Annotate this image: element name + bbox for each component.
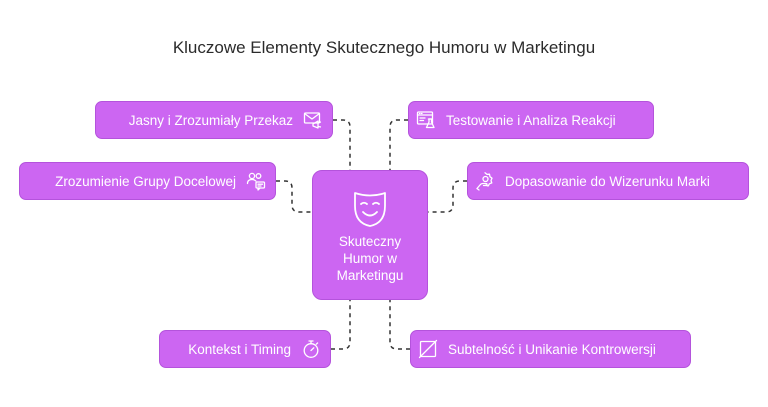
connector-subtlety	[389, 300, 410, 350]
node-testing: Testowanie i Analiza Reakcji	[408, 101, 654, 139]
central-label-line-1: Skuteczny	[338, 234, 402, 249]
connector-brand-fit	[428, 180, 467, 213]
connector-context-timing	[331, 300, 351, 350]
diagram-title: Kluczowe Elementy Skutecznego Humoru w M…	[172, 38, 596, 57]
megaphone-envelope-icon	[303, 112, 322, 129]
central-node: Skuteczny Humor w Marketingu	[312, 170, 428, 300]
connector-testing	[389, 119, 408, 170]
node-label: Subtelność i Unikanie Kontrowersji	[448, 341, 656, 357]
theater-mask-icon	[354, 192, 386, 227]
central-node-label: Skuteczny Humor w Marketingu	[313, 233, 427, 284]
central-label-line-3: Marketingu	[336, 268, 404, 283]
node-context-timing: Kontekst i Timing	[159, 330, 331, 368]
central-label-line-2: Humor w	[342, 251, 397, 266]
node-label: Jasny i Zrozumiały Przekaz	[128, 112, 293, 128]
node-subtlety: Subtelność i Unikanie Kontrowersji	[410, 330, 691, 368]
users-chat-icon	[246, 172, 266, 191]
node-clear-message: Jasny i Zrozumiały Przekaz	[95, 101, 333, 139]
connector-clear-message	[333, 119, 351, 170]
no-sign-icon	[418, 339, 438, 359]
node-audience: Zrozumienie Grupy Docelowej	[19, 162, 276, 200]
node-label: Zrozumienie Grupy Docelowej	[55, 173, 236, 189]
hand-badge-icon	[476, 172, 493, 191]
node-brand-fit: Dopasowanie do Wizerunku Marki	[467, 162, 749, 200]
node-label: Testowanie i Analiza Reakcji	[446, 112, 616, 128]
connector-audience	[276, 180, 312, 213]
node-label: Kontekst i Timing	[188, 341, 291, 357]
browser-flask-icon	[416, 111, 435, 129]
stopwatch-icon	[303, 340, 319, 358]
node-label: Dopasowanie do Wizerunku Marki	[505, 173, 710, 189]
